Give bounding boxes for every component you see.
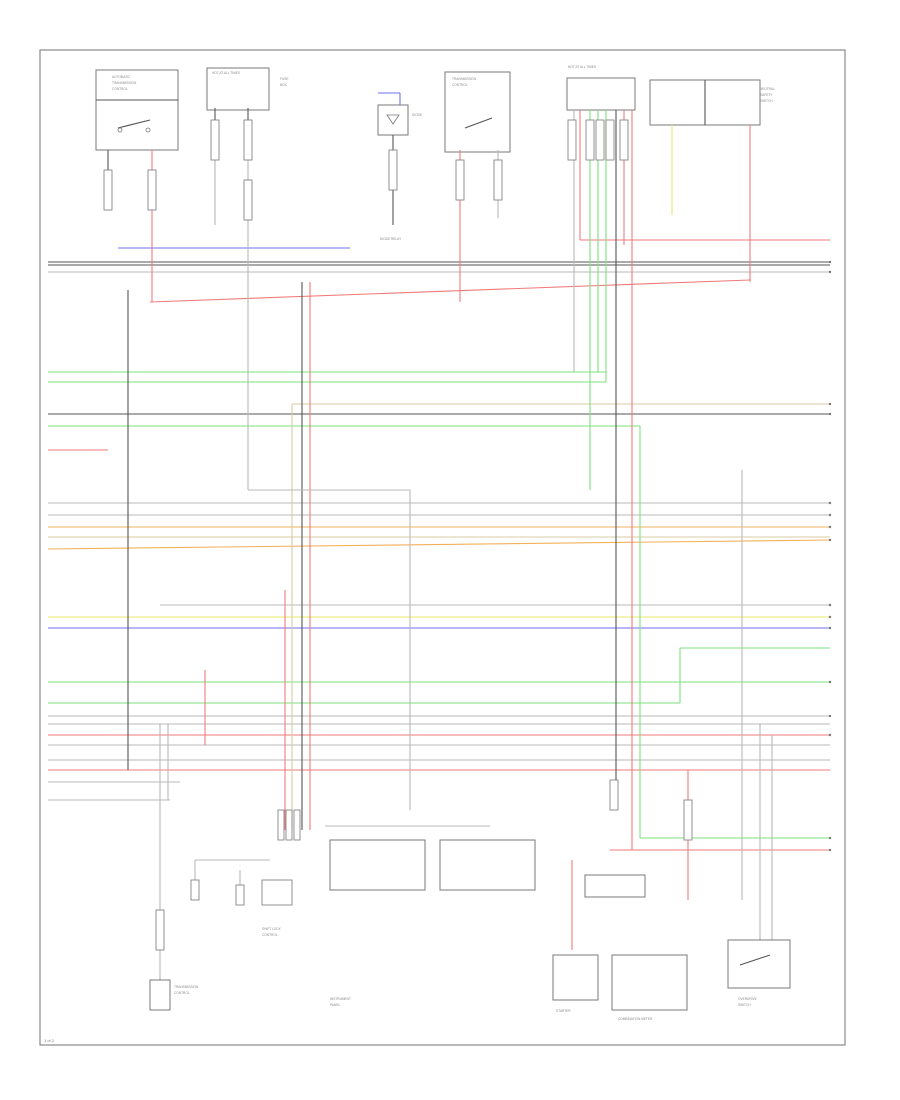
svg-text:DIODE RELAY: DIODE RELAY	[380, 237, 402, 241]
svg-text:SWITCH: SWITCH	[738, 1003, 751, 1007]
svg-text:OVERDRIVE: OVERDRIVE	[738, 997, 757, 1001]
right-edge-markers	[828, 260, 832, 852]
svg-text:SWITCH: SWITCH	[760, 99, 773, 103]
svg-text:INSTRUMENT: INSTRUMENT	[330, 997, 351, 1001]
svg-text:CONTROL: CONTROL	[452, 83, 468, 87]
component-top-connector: HOT AT ALL TIMES	[566, 65, 636, 111]
component-bottom-left-module: TRANSMISSION CONTROL	[149, 979, 199, 1011]
diagram-frame	[39, 49, 846, 1046]
component-diode: DIODE DIODE RELAY	[377, 92, 422, 241]
svg-text:TRANSMISSION: TRANSMISSION	[452, 77, 477, 81]
component-instrument-panel: INSTRUMENT PANEL	[325, 825, 536, 1007]
svg-text:NEUTRAL: NEUTRAL	[760, 87, 775, 91]
svg-text:HOT AT ALL TIMES: HOT AT ALL TIMES	[212, 71, 240, 75]
svg-text:TRANSMISSION: TRANSMISSION	[174, 985, 199, 989]
component-starter: STARTER	[552, 954, 599, 1013]
svg-text:BOX: BOX	[280, 83, 288, 87]
svg-text:AUTOMATIC: AUTOMATIC	[112, 75, 131, 79]
bottom-components: TRANSMISSION CONTROL SHIFT LOCK CONTROL …	[149, 825, 791, 1021]
component-top-right-relay: NEUTRAL SAFETY SWITCH	[649, 79, 775, 126]
svg-text:CONTROL: CONTROL	[262, 933, 278, 937]
svg-text:SAFETY: SAFETY	[760, 93, 773, 97]
page-number: 1 of 2	[44, 1038, 55, 1043]
component-overdrive-switch: OVERDRIVE SWITCH	[727, 939, 791, 1007]
component-combination-meter: COMBINATION METER	[584, 874, 688, 1021]
connector-pins	[103, 119, 693, 951]
svg-text:STARTER: STARTER	[556, 1009, 571, 1013]
svg-text:CONTROL: CONTROL	[112, 87, 128, 91]
vertical-wires	[107, 110, 773, 980]
svg-text:HOT AT ALL TIMES: HOT AT ALL TIMES	[568, 65, 596, 69]
svg-text:DIODE: DIODE	[412, 113, 422, 117]
horizontal-wires	[47, 239, 831, 851]
svg-text:FUSE: FUSE	[280, 77, 289, 81]
svg-text:TRANSMISSION: TRANSMISSION	[112, 81, 137, 85]
top-components: AUTOMATIC TRANSMISSION CONTROL HOT AT AL…	[95, 65, 775, 241]
component-left-switch: AUTOMATIC TRANSMISSION CONTROL	[95, 69, 179, 151]
svg-text:CONTROL: CONTROL	[174, 991, 190, 995]
component-bottom-connector-group: SHIFT LOCK CONTROL	[190, 859, 293, 937]
svg-text:COMBINATION METER: COMBINATION METER	[618, 1017, 653, 1021]
svg-text:PANEL: PANEL	[330, 1003, 340, 1007]
component-mid-switch: TRANSMISSION CONTROL	[444, 71, 511, 153]
svg-text:SHIFT LOCK: SHIFT LOCK	[262, 927, 282, 931]
